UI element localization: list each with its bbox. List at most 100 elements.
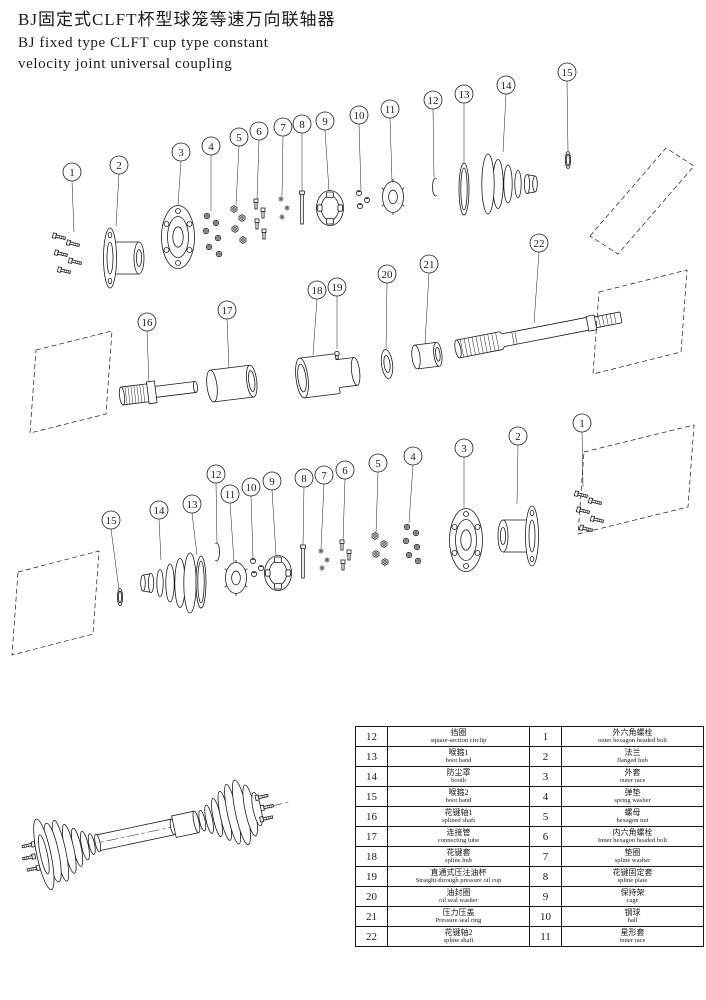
assembled-view: [21, 779, 289, 890]
part-name-cn: 星形套: [620, 928, 645, 938]
svg-text:6: 6: [256, 126, 262, 138]
part-circlip: [214, 542, 220, 562]
svg-text:8: 8: [301, 473, 307, 485]
leader-lines: [146, 251, 540, 384]
svg-text:13: 13: [459, 89, 471, 101]
part-name-en: hexagon nut: [616, 817, 649, 825]
part-balls: [355, 189, 371, 210]
part-flanged-hub: [497, 505, 539, 567]
part-hex-bolts: [51, 232, 83, 276]
callout: 10: [241, 477, 261, 497]
part-spring-washers: [202, 212, 223, 258]
callout: 4: [201, 136, 221, 156]
part-name-en: spring washer: [614, 797, 651, 805]
svg-text:16: 16: [142, 317, 154, 329]
svg-text:13: 13: [187, 499, 199, 511]
svg-text:1: 1: [69, 167, 75, 179]
part-no-cell: 3: [529, 766, 562, 787]
svg-text:9: 9: [322, 116, 328, 128]
part-outer-race: [449, 508, 483, 572]
part-no-cell: 2: [529, 746, 562, 767]
title-english-1: BJ fixed type CLFT cup type constant: [18, 34, 269, 51]
part-connecting-tube: [206, 364, 258, 403]
callout: 20: [377, 264, 397, 284]
part-name-cn: 连接管: [446, 828, 471, 838]
callout: 16: [137, 312, 157, 332]
svg-text:7: 7: [280, 122, 286, 134]
svg-text:4: 4: [410, 451, 416, 463]
part-boot: [481, 153, 538, 215]
part-name-en: connecting tube: [437, 837, 480, 845]
callout: 17: [217, 300, 237, 320]
callout: 22: [529, 233, 549, 253]
svg-text:15: 15: [562, 67, 574, 79]
part-boot-band-1: [458, 162, 470, 216]
part-spline-plate: [300, 544, 306, 579]
part-no-cell: 15: [355, 786, 388, 807]
part-no-cell: 13: [355, 746, 388, 767]
part-boot-band-2: [565, 151, 571, 169]
callout: 11: [380, 99, 400, 119]
leader-lines: [71, 80, 569, 233]
part-name-en: spline washer: [614, 857, 651, 865]
part-name-en: boot band: [445, 757, 472, 765]
part-name-cn: 花键轴1: [444, 808, 473, 818]
svg-text:2: 2: [515, 431, 521, 443]
part-name-en: square-section circlip: [430, 737, 487, 745]
part-no-cell: 14: [355, 766, 388, 787]
part-name-cn: 花键轴2: [444, 928, 473, 938]
svg-text:5: 5: [236, 132, 242, 144]
callout: 15: [557, 62, 577, 82]
title-english-2: velocity joint universal coupling: [18, 56, 233, 73]
svg-text:7: 7: [321, 470, 327, 482]
leader-lines: [110, 431, 584, 591]
svg-text:14: 14: [501, 80, 513, 92]
part-no-cell: 4: [529, 786, 562, 807]
callout: 15: [101, 510, 121, 530]
exploded-diagram: 1 2 3 4 5 6 7 8 9 10 11 12 13 14 15: [11, 62, 695, 890]
part-no-cell: 11: [529, 926, 562, 947]
callout: 19: [327, 277, 347, 297]
part-name-en: oil seal washer: [439, 897, 478, 905]
callout: 14: [496, 75, 516, 95]
part-name-cn: 内六角螺栓: [612, 828, 653, 838]
part-name-en: splined shaft: [441, 817, 476, 825]
svg-text:10: 10: [246, 482, 258, 494]
dashed-outline: [592, 269, 688, 375]
part-name-en: flanged hub: [617, 757, 648, 765]
callout: 11: [220, 484, 240, 504]
part-name-cn: 喉箍2: [448, 788, 469, 798]
dashed-outline: [11, 550, 100, 656]
callout: 10: [349, 105, 369, 125]
svg-text:3: 3: [461, 443, 467, 455]
top-exploded-view: 1 2 3 4 5 6 7 8 9 10 11 12 13 14 15: [51, 62, 695, 289]
svg-text:20: 20: [382, 269, 394, 281]
title-block: BJ固定式CLFT杯型球笼等速万向联轴器 BJ fixed type CLFT …: [18, 8, 336, 76]
part-name-cn: 直通式压注油杯: [430, 868, 487, 878]
svg-text:3: 3: [178, 147, 184, 159]
part-boot-band-2: [117, 588, 123, 606]
part-nuts: [371, 532, 389, 566]
part-name-en: ball: [627, 917, 638, 925]
part-name-cn: 垫圈: [624, 848, 641, 858]
